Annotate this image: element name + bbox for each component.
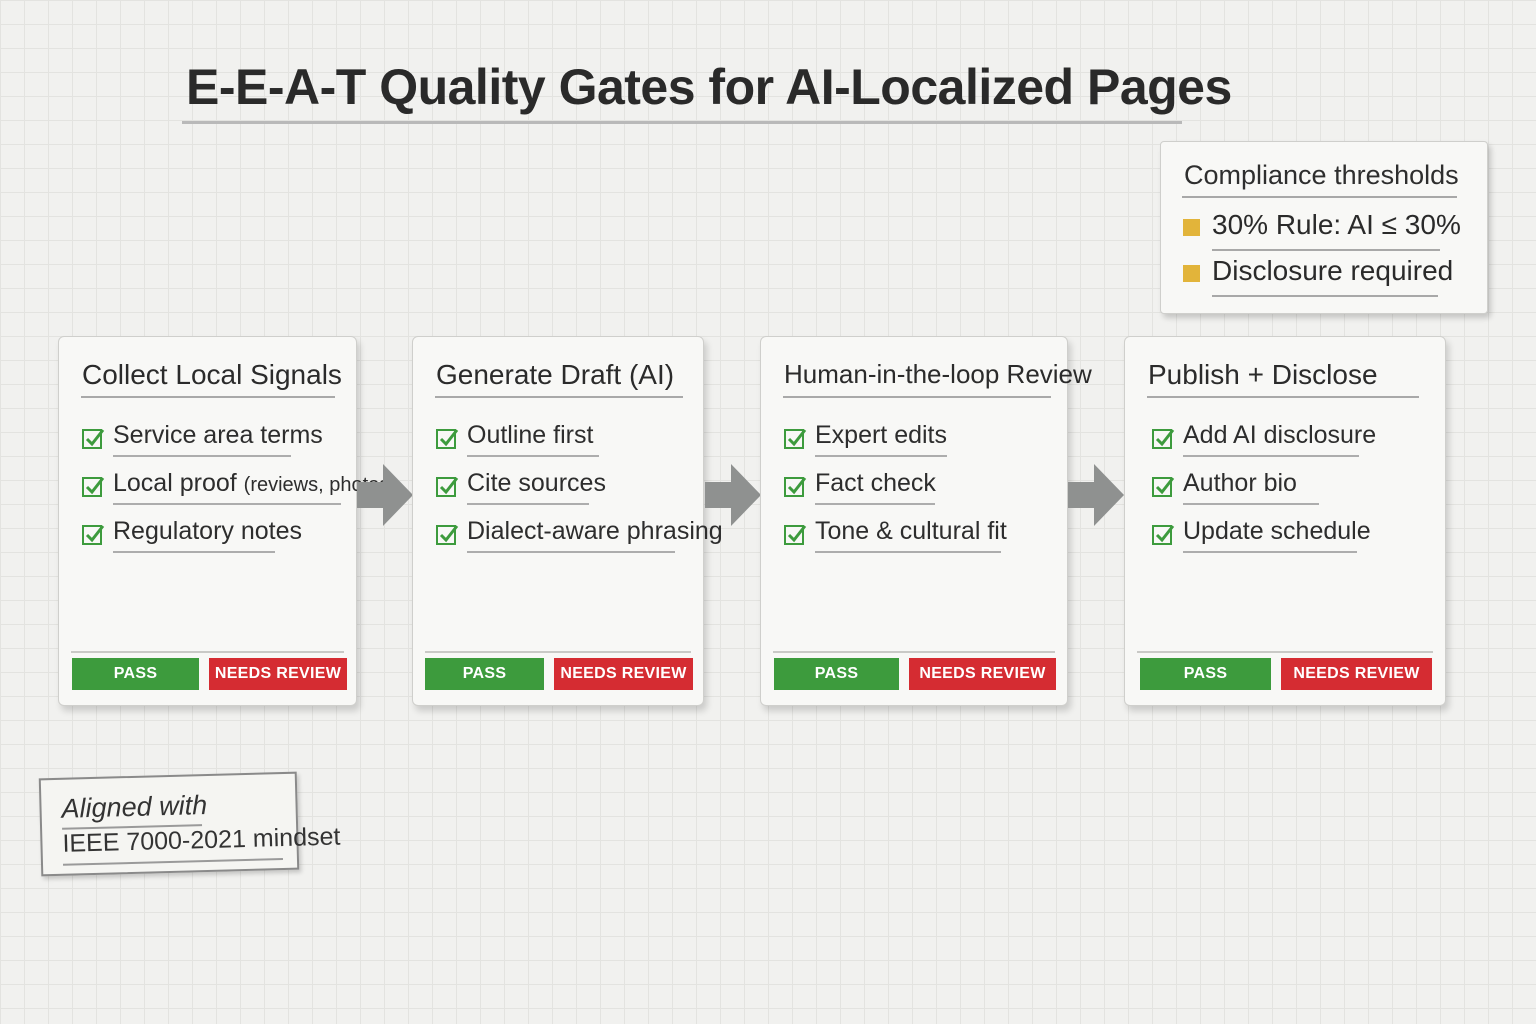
step-card-publish-disclose: Publish + Disclose Add AI disclosure Aut… [1124, 336, 1446, 706]
checkbox-check-icon [1152, 525, 1175, 545]
step-card-generate-draft: Generate Draft (AI) Outline first Cite s… [412, 336, 723, 706]
needs-review-button[interactable]: NEEDS REVIEW [554, 658, 693, 690]
checkbox-check-icon [436, 477, 459, 497]
compliance-thresholds-panel: Compliance thresholds 30% Rule: AI ≤ 30%… [1160, 141, 1488, 314]
checkbox-check-icon [82, 477, 105, 497]
compliance-item-underline [1212, 249, 1440, 251]
checklist-item-label: Update schedule [1183, 517, 1371, 545]
needs-review-button[interactable]: NEEDS REVIEW [1281, 658, 1432, 690]
needs-review-button[interactable]: NEEDS REVIEW [209, 658, 347, 690]
page-title: E-E-A-T Quality Gates for AI-Localized P… [186, 59, 1232, 115]
checkbox-check-icon [82, 525, 105, 545]
needs-review-button[interactable]: NEEDS REVIEW [909, 658, 1056, 690]
compliance-item-label: Disclosure required [1212, 255, 1454, 286]
checkbox-check-icon [784, 525, 807, 545]
title-underline [182, 121, 1182, 124]
compliance-title: Compliance thresholds [1184, 160, 1459, 190]
checkbox-check-icon [436, 525, 459, 545]
checklist-item-underline [815, 503, 935, 505]
card-divider [71, 651, 344, 653]
note-line-1: Aligned with [61, 790, 208, 824]
checkbox-check-icon [784, 429, 807, 449]
step-title-underline [783, 396, 1051, 398]
step-title-underline [1147, 396, 1419, 398]
compliance-item: 30% Rule: AI ≤ 30% [1183, 209, 1473, 251]
checklist-item-underline [467, 455, 599, 457]
checklist-item-underline [1183, 503, 1319, 505]
step-title: Human-in-the-loop Review [784, 359, 1092, 389]
checklist-item-underline [815, 455, 947, 457]
note-line-2-underline [63, 858, 283, 866]
checklist-item-underline [1183, 551, 1357, 553]
checklist-item-label: Tone & cultural fit [815, 517, 1007, 545]
checklist-item-label: Service area terms [113, 421, 323, 449]
compliance-item: Disclosure required [1183, 255, 1473, 297]
arrow-right-icon [1068, 464, 1124, 526]
square-bullet-icon [1183, 265, 1200, 282]
checklist-item-label: Author bio [1183, 469, 1297, 497]
pass-button[interactable]: PASS [1140, 658, 1271, 690]
checkbox-check-icon [1152, 477, 1175, 497]
checklist-item-underline [467, 551, 675, 553]
checklist-item-label: Fact check [815, 469, 936, 497]
checkbox-check-icon [1152, 429, 1175, 449]
checklist-item-label: Expert edits [815, 421, 948, 449]
compliance-item-underline [1212, 295, 1438, 297]
checklist-item-label: Cite sources [467, 469, 606, 497]
checklist-item-label: Outline first [467, 421, 594, 449]
step-title-underline [81, 396, 335, 398]
step-title: Generate Draft (AI) [436, 359, 675, 390]
square-bullet-icon [1183, 219, 1200, 236]
checkbox-check-icon [82, 429, 105, 449]
checklist-item-label: Local proof (reviews, photos) [113, 469, 396, 497]
card-divider [1137, 651, 1433, 653]
step-title: Publish + Disclose [1148, 359, 1378, 390]
step-card-human-review: Human-in-the-loop Review Expert edits Fa… [760, 336, 1092, 706]
checklist-item-label: Dialect-aware phrasing [467, 517, 723, 545]
step-card-collect-local-signals: Collect Local Signals Service area terms… [58, 336, 396, 706]
checklist-item-underline [1183, 455, 1359, 457]
step-title: Collect Local Signals [82, 359, 342, 390]
step-title-underline [435, 396, 683, 398]
compliance-item-label: 30% Rule: AI ≤ 30% [1212, 209, 1461, 240]
checkbox-check-icon [436, 429, 459, 449]
checklist-item-underline [113, 455, 291, 457]
checklist-item-label: Add AI disclosure [1183, 421, 1377, 449]
card-divider [773, 651, 1055, 653]
compliance-title-underline [1182, 196, 1457, 198]
pass-button[interactable]: PASS [425, 658, 544, 690]
checklist-item-label: Regulatory notes [113, 517, 303, 545]
checklist-item-underline [815, 551, 1001, 553]
checklist-item-underline [113, 503, 341, 505]
pass-button[interactable]: PASS [774, 658, 899, 690]
arrow-right-icon [357, 464, 413, 526]
note-line-2: IEEE 7000-2021 mindset [62, 822, 341, 858]
standards-stamp-note: Aligned with IEEE 7000-2021 mindset [38, 771, 341, 877]
arrow-right-icon [705, 464, 761, 526]
card-divider [425, 651, 691, 653]
checkbox-check-icon [784, 477, 807, 497]
checklist-item-underline [113, 551, 275, 553]
pass-button[interactable]: PASS [72, 658, 199, 690]
checklist-item-underline [467, 503, 589, 505]
